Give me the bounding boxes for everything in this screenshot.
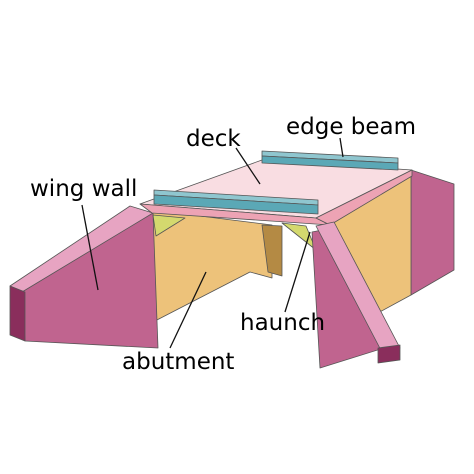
left-wing-wall-end xyxy=(9,285,26,342)
deck-label: deck xyxy=(186,126,241,152)
opening-shadow xyxy=(261,224,283,277)
abutment-leader xyxy=(169,271,207,349)
haunch-leader xyxy=(284,231,311,313)
haunch-label: haunch xyxy=(240,310,325,336)
edge-beam-leader xyxy=(339,137,344,158)
edge-beam-back-side xyxy=(261,155,399,171)
wing-wall-label: wing wall xyxy=(30,176,137,202)
deck-leader xyxy=(235,147,261,185)
deck-right-edge xyxy=(315,169,413,226)
far-wing-wall xyxy=(410,169,455,296)
edge-beam-label: edge beam xyxy=(286,114,416,140)
edge-beam-front-side xyxy=(153,194,319,215)
haunch-right xyxy=(281,222,317,251)
wing-wall-leader xyxy=(81,204,99,291)
abutment-label: abutment xyxy=(122,349,234,375)
right-wing-wall-end xyxy=(377,344,401,364)
haunch-left xyxy=(152,214,186,237)
